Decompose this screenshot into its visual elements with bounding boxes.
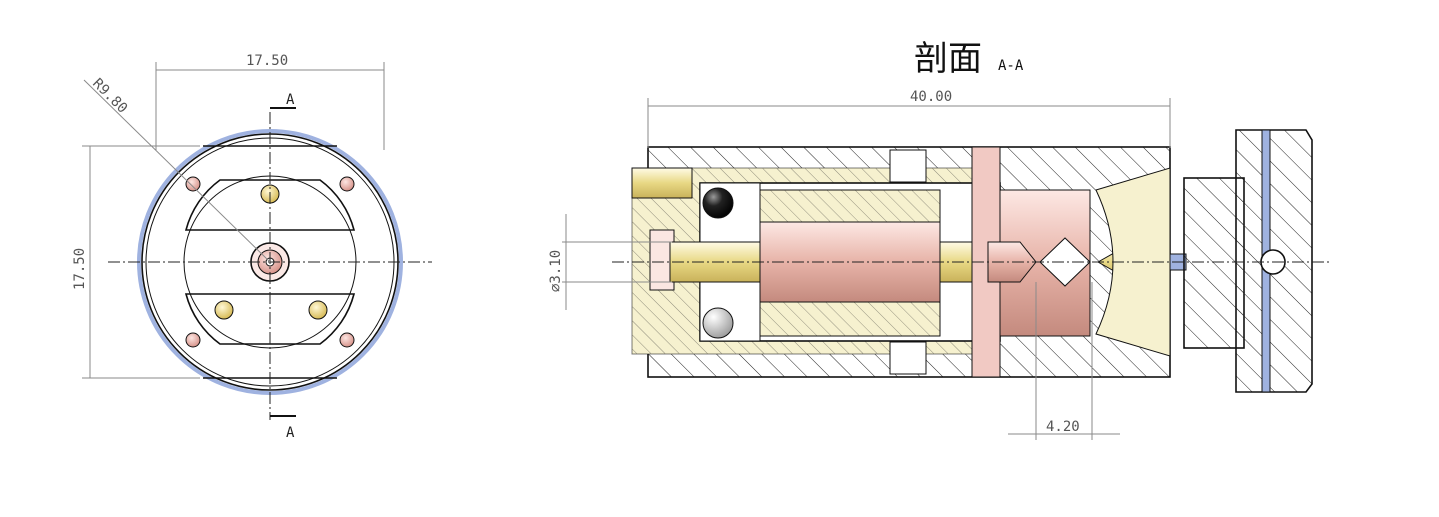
pin-hole bbox=[339, 176, 355, 192]
section-title-main: 剖面 bbox=[914, 39, 982, 79]
dim-radius: R9.80 bbox=[89, 76, 130, 117]
bolt-bottom bbox=[889, 341, 927, 375]
dim-length: 40.00 bbox=[910, 89, 952, 105]
dim-diameter: ⌀3.10 bbox=[548, 250, 564, 292]
pin-gold bbox=[308, 300, 328, 320]
section-title-sub: A-A bbox=[998, 58, 1024, 74]
pin-hole bbox=[185, 332, 201, 348]
ball-bearing-black bbox=[702, 187, 734, 219]
section-view: 40.00 ⌀3.10 4.20 bbox=[548, 89, 1330, 440]
pin-hole bbox=[185, 176, 201, 192]
front-view: A A 17.50 17.50 R9.80 bbox=[72, 53, 432, 441]
shaft-collar bbox=[759, 221, 941, 303]
inner-segment-bottom bbox=[184, 293, 356, 345]
left-plug bbox=[631, 167, 693, 199]
ball-bearing-grey bbox=[702, 307, 734, 339]
bolt-top bbox=[889, 149, 927, 183]
dim-width: 17.50 bbox=[246, 53, 288, 69]
handle-body bbox=[1183, 177, 1245, 349]
pin-hole bbox=[339, 332, 355, 348]
section-title: 剖面 A-A bbox=[914, 39, 1024, 79]
section-mark-bottom: A bbox=[286, 425, 295, 441]
dim-gap: 4.20 bbox=[1046, 419, 1080, 435]
dim-height: 17.50 bbox=[72, 248, 88, 290]
pin-gold bbox=[214, 300, 234, 320]
section-mark-top: A bbox=[286, 92, 295, 108]
valve-seat bbox=[1039, 237, 1091, 287]
inner-segment-top bbox=[184, 179, 356, 231]
